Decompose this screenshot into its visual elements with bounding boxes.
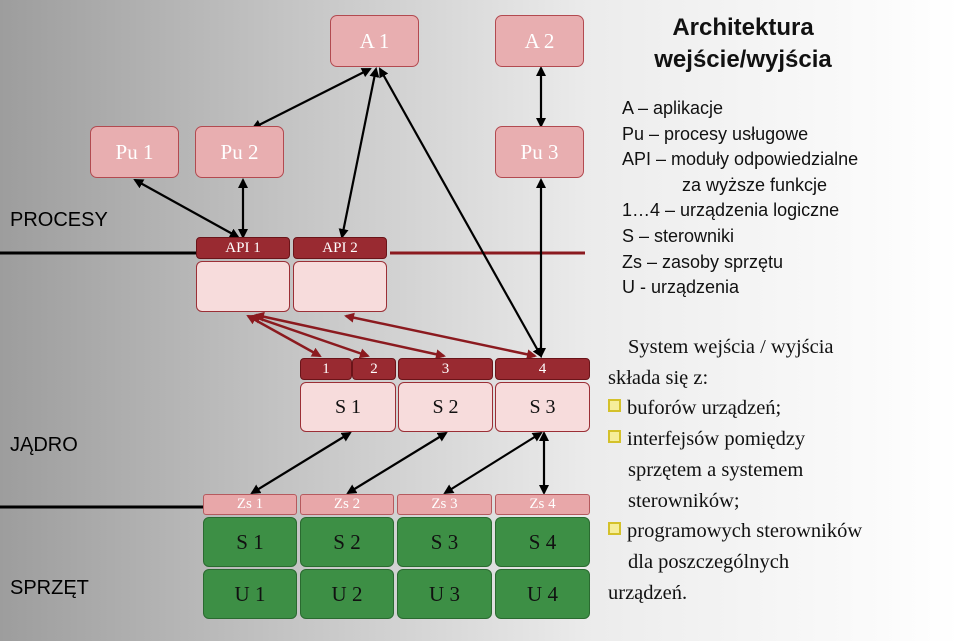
system-description: System wejścia / wyjścia składa się z: b… bbox=[608, 332, 953, 608]
system-intro-line1: System wejścia / wyjścia bbox=[628, 336, 834, 358]
slide-title: Architektura wejście/wyjścia bbox=[612, 12, 874, 76]
logical-device-1: 1 bbox=[300, 358, 352, 380]
hw-resource-zs3: Zs 3 bbox=[397, 494, 492, 515]
slide-title-line1: Architektura bbox=[672, 14, 814, 41]
system-bullet-2-cont: sterowników; bbox=[628, 489, 740, 512]
device-u1: U 1 bbox=[203, 569, 297, 619]
api-header-2: API 2 bbox=[293, 237, 387, 259]
hw-driver-s4: S 4 bbox=[495, 517, 590, 567]
arrow-pu1-api1 bbox=[133, 179, 240, 238]
legend-item: U - urządzenia bbox=[622, 277, 740, 298]
hw-driver-s1: S 1 bbox=[203, 517, 297, 567]
legend-item: Pu – procesy usługowe bbox=[622, 123, 809, 144]
legend: A – aplikacje Pu – procesy usługowe API … bbox=[622, 96, 858, 301]
arrow-a1-dev4 bbox=[379, 67, 542, 358]
service-box-pu3: Pu 3 bbox=[495, 126, 584, 178]
kernel-driver-s2: S 2 bbox=[398, 382, 493, 432]
kernel-driver-s3: S 3 bbox=[495, 382, 590, 432]
bullet-icon bbox=[608, 430, 621, 444]
system-intro-line2: składa się z: bbox=[608, 366, 709, 389]
system-bullet-1: buforów urządzeń; bbox=[608, 393, 953, 424]
kernel-driver-s1: S 1 bbox=[300, 382, 396, 432]
device-u4: U 4 bbox=[495, 569, 590, 619]
hw-resource-zs1: Zs 1 bbox=[203, 494, 297, 515]
app-box-a2: A 2 bbox=[495, 15, 584, 67]
arrow-s3-zs3 bbox=[443, 431, 543, 495]
arrow-a1-pu2 bbox=[251, 68, 372, 129]
legend-item: A – aplikacje bbox=[622, 98, 724, 118]
device-u3: U 3 bbox=[397, 569, 492, 619]
system-bullet-3-cont: dla poszczególnych bbox=[628, 550, 790, 573]
system-bullet-3-cont: urządzeń. bbox=[608, 581, 688, 604]
hw-driver-s3: S 3 bbox=[397, 517, 492, 567]
slide-title-line2: wejście/wyjścia bbox=[654, 46, 832, 73]
device-u2: U 2 bbox=[300, 569, 394, 619]
api-body-2 bbox=[293, 261, 387, 312]
arrow-s1-zs2 bbox=[250, 431, 352, 495]
hw-resource-zs4: Zs 4 bbox=[495, 494, 590, 515]
api-body-1 bbox=[196, 261, 290, 312]
hw-driver-s2: S 2 bbox=[300, 517, 394, 567]
bullet-icon bbox=[608, 522, 621, 536]
logical-device-2: 2 bbox=[352, 358, 396, 380]
arrow-api2-dev4 bbox=[344, 312, 537, 360]
system-bullet-text: programowych sterowników bbox=[627, 520, 863, 543]
legend-item: S – sterowniki bbox=[622, 225, 735, 246]
legend-item: Zs – zasoby sprzętu bbox=[622, 251, 784, 272]
layer-label-procesy: PROCESY bbox=[10, 209, 108, 231]
hw-resource-zs2: Zs 2 bbox=[300, 494, 394, 515]
system-bullet-3: programowych sterowników bbox=[608, 516, 953, 547]
arrow-s2-zs3 bbox=[346, 431, 448, 495]
bullet-icon bbox=[608, 399, 621, 413]
legend-item: API – moduły odpowiedzialne bbox=[622, 149, 859, 170]
system-bullet-2: interfejsów pomiędzy bbox=[608, 424, 953, 455]
app-box-a1: A 1 bbox=[330, 15, 419, 67]
api-header-1: API 1 bbox=[196, 237, 290, 259]
system-bullet-text: interfejsów pomiędzy bbox=[627, 428, 806, 451]
legend-item: za wyższe funkcje bbox=[682, 174, 828, 195]
system-bullet-text: buforów urządzeń; bbox=[627, 397, 782, 420]
layer-label-jadro: JĄDRO bbox=[10, 434, 78, 456]
service-box-pu1: Pu 1 bbox=[90, 126, 179, 178]
logical-device-3: 3 bbox=[398, 358, 493, 380]
legend-item: 1…4 – urządzenia logiczne bbox=[622, 200, 840, 221]
layer-label-sprzet: SPRZĘT bbox=[10, 577, 89, 599]
service-box-pu2: Pu 2 bbox=[195, 126, 284, 178]
arrow-a1-api2 bbox=[338, 67, 380, 239]
logical-device-4: 4 bbox=[495, 358, 590, 380]
system-bullet-2-cont: sprzętem a systemem bbox=[628, 458, 804, 481]
